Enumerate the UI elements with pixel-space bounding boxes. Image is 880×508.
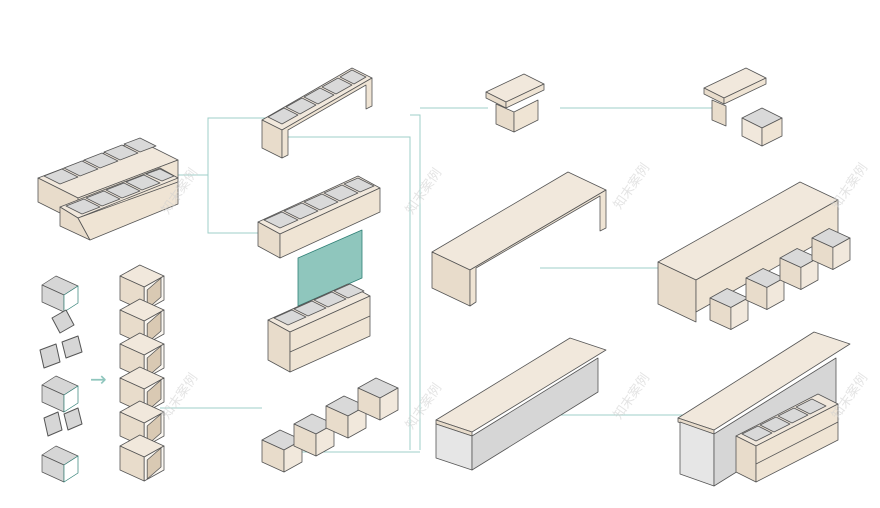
exploded-cube-column (39, 275, 83, 483)
stool (293, 413, 335, 457)
long-bench (261, 67, 373, 159)
stool (779, 248, 819, 290)
stools-row (261, 377, 399, 473)
small-table (485, 73, 545, 133)
stool (709, 288, 749, 330)
stool (811, 228, 851, 270)
grey-counter (435, 337, 607, 471)
double-bench (37, 137, 179, 241)
stacked-cube (119, 434, 165, 482)
stool (261, 429, 303, 473)
watermark-text: 知末案例 (158, 371, 201, 423)
watermark-text: 知末案例 (402, 166, 445, 218)
stool (325, 395, 367, 439)
table-with-stool (703, 67, 783, 147)
connector-lines (160, 107, 712, 453)
bench-with-panel (257, 175, 381, 373)
grey-counter-with-bench (677, 331, 851, 487)
watermark-text: 知末案例 (828, 161, 871, 213)
counter-with-stools (657, 181, 851, 330)
arrow-icon: → (90, 367, 107, 391)
stool (357, 377, 399, 421)
long-counter (431, 171, 607, 307)
stacked-cube-column (119, 264, 165, 482)
stool (745, 268, 785, 310)
watermark-text: 知末案例 (610, 161, 653, 213)
